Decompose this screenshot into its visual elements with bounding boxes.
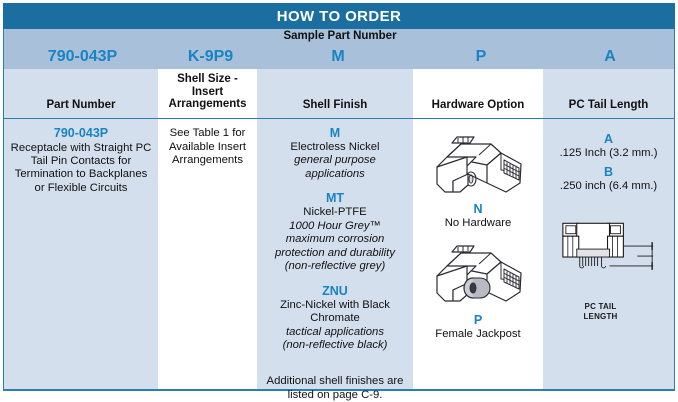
- connector-no-hardware-image: [419, 127, 537, 201]
- cell-shell-size: See Table 1 for Available Insert Arrange…: [158, 119, 257, 389]
- sample-code-part-number: 790-043P: [47, 48, 118, 65]
- shell-size-text: See Table 1 for Available Insert Arrange…: [168, 127, 247, 167]
- hardware-option-caption-n: N No Hardware: [419, 202, 537, 230]
- column-header-shell-size: Shell Size - Insert Arrangements: [158, 69, 257, 118]
- cell-pc-tail-length: A .125 Inch (3.2 mm.) B .250 inch (6.4 m…: [543, 119, 674, 389]
- pc-tail-value-a: .125 Inch (3.2 mm.): [559, 146, 658, 159]
- pc-tail-length-diagram: [549, 219, 668, 299]
- shell-finish-note-mt-1: 1000 Hour Grey™: [289, 219, 381, 232]
- shell-finish-note-znu-2: (non-reflective black): [282, 339, 388, 352]
- pc-tail-diagram-label-line2: LENGTH: [583, 311, 618, 321]
- sample-part-number-band: Sample Part Number 790-043P K-9P9 M P A: [3, 29, 675, 69]
- column-header-part-number: Part Number: [46, 98, 116, 111]
- column-header-pc-tail-length: PC Tail Length: [568, 98, 649, 111]
- pc-tail-diagram-label-line1: PC TAIL: [584, 302, 617, 311]
- shell-finish-name-m: Electroless Nickel: [290, 140, 380, 153]
- sample-part-number-label: Sample Part Number: [283, 30, 397, 42]
- sample-code-hardware: P: [475, 48, 487, 65]
- pc-tail-diagram-label: PC TAIL LENGTH: [527, 302, 674, 321]
- sample-part-number-codes: 790-043P K-9P9 M P A: [4, 45, 676, 69]
- column-header-shell-size-line1: Shell Size -: [177, 73, 238, 86]
- hardware-option-code-p: P: [473, 313, 483, 327]
- hardware-option-label-p: Female Jackpost: [435, 328, 521, 340]
- shell-finish-code-m: M: [329, 126, 341, 140]
- cell-shell-finish: M Electroless Nickel general purpose app…: [257, 119, 413, 400]
- shell-finish-name-znu: Zinc-Nickel with Black Chromate: [280, 298, 390, 325]
- connector-female-jackpost-image: [419, 236, 537, 312]
- shell-finish-footnote: Additional shell finishes are listed on …: [266, 374, 404, 401]
- table-body: 790-043P Receptacle with Straight PC Tai…: [3, 119, 675, 401]
- part-number-description: Receptacle with Straight PC Tail Pin Con…: [10, 141, 152, 194]
- shell-finish-name-mt: Nickel-PTFE: [303, 205, 367, 218]
- cell-hardware-option: N No Hardware: [413, 119, 543, 389]
- column-header-hardware-option: Hardware Option: [413, 69, 543, 118]
- shell-finish-code-znu: ZNU: [322, 283, 348, 298]
- column-headers-row: Part Number Shell Size - Insert Arrangem…: [3, 69, 675, 119]
- hardware-option-label-n: No Hardware: [444, 217, 512, 229]
- shell-finish-note-znu-1: tactical applications: [286, 325, 384, 338]
- pc-tail-value-b: .250 inch (6.4 mm.): [559, 179, 658, 192]
- cell-part-number: 790-043P Receptacle with Straight PC Tai…: [4, 119, 158, 389]
- hardware-option-caption-p: P Female Jackpost: [419, 313, 537, 341]
- pc-tail-code-b: B: [603, 165, 614, 180]
- shell-finish-note-mt-2: maximum corrosion protection and durabil…: [275, 233, 395, 259]
- column-header-shell-size-line3: Arrangements: [168, 98, 247, 111]
- pc-tail-code-a: A: [603, 132, 614, 146]
- shell-finish-note-m-1: general purpose applications: [294, 154, 376, 180]
- sample-code-shell-size: K-9P9: [187, 48, 234, 65]
- hardware-option-code-n: N: [473, 202, 483, 216]
- sample-code-shell-finish: M: [331, 48, 345, 65]
- shell-finish-code-mt: MT: [325, 191, 345, 206]
- page-title: HOW TO ORDER: [3, 3, 675, 29]
- part-number-code: 790-043P: [53, 126, 109, 140]
- column-header-shell-size-line2: Insert: [191, 85, 224, 98]
- shell-finish-note-mt-3: (non-reflective grey): [284, 260, 386, 273]
- sample-code-pc-tail: A: [604, 48, 616, 65]
- column-header-shell-finish: Shell Finish: [302, 98, 368, 111]
